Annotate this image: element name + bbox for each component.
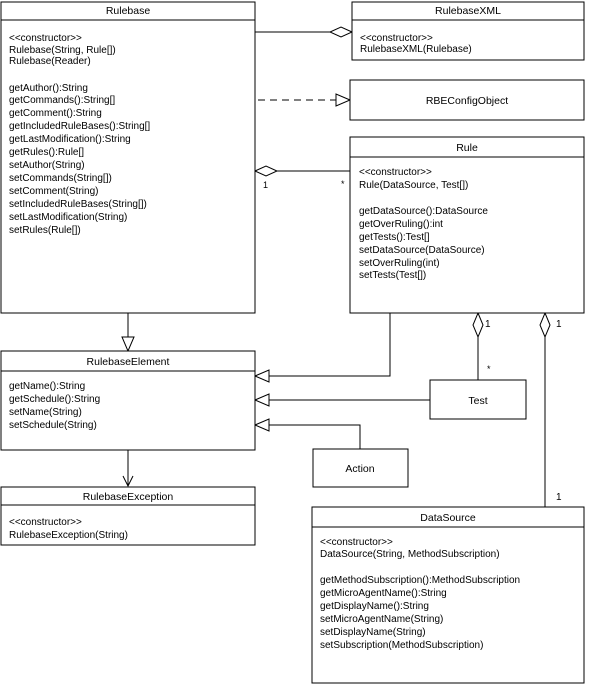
- class-rule-name: Rule: [456, 142, 478, 154]
- class-rulebase-element-line: setSchedule(String): [9, 420, 97, 431]
- class-rulebase-line: getLastModification():String: [9, 134, 131, 145]
- class-rulebase-line: setCommands(String[]): [9, 173, 112, 184]
- class-rulebase-xml-line: RulebaseXML(Rulebase): [360, 44, 472, 55]
- class-data-source-line: getMethodSubscription():MethodSubscripti…: [320, 575, 520, 586]
- action-generalization: [253, 418, 361, 449]
- class-test-name: Test: [468, 395, 487, 407]
- rulebase-exception-dependency: [122, 450, 134, 488]
- class-rbe-config-object[interactable]: RBEConfigObject: [349, 79, 585, 121]
- class-rule-line: setTests(Test[]): [359, 270, 426, 281]
- rulebase-rule-aggregation: 1 *: [253, 165, 350, 190]
- class-data-source-line: setSubscription(MethodSubscription): [320, 640, 483, 651]
- class-rulebase-exception-line: <<constructor>>: [9, 517, 82, 528]
- class-rulebase-exception[interactable]: RulebaseException <<constructor>> Ruleba…: [0, 486, 256, 546]
- rule-datasource-aggregation: 1 1: [539, 311, 562, 507]
- class-data-source-name: DataSource: [420, 512, 476, 524]
- class-data-source-line: setDisplayName(String): [320, 627, 426, 638]
- class-action-name: Action: [345, 463, 374, 475]
- class-data-source[interactable]: DataSource <<constructor>> DataSource(St…: [311, 506, 585, 684]
- multiplicity-rule-test-one: 1: [485, 319, 491, 330]
- rulebase-xml-aggregation: [255, 26, 354, 38]
- class-rulebase-line: getComment():String: [9, 108, 102, 119]
- multiplicity-rule-datasource-one: 1: [556, 319, 562, 330]
- class-rulebase-name: Rulebase: [106, 5, 151, 17]
- class-rulebase-line: Rulebase(String, Rule[]): [9, 45, 116, 56]
- class-rulebase-line: setAuthor(String): [9, 160, 85, 171]
- class-rulebase-xml[interactable]: RulebaseXML <<constructor>> RulebaseXML(…: [351, 1, 585, 61]
- class-rulebase-element[interactable]: RulebaseElement getName():String getSche…: [0, 350, 256, 451]
- class-data-source-line: getMicroAgentName():String: [320, 588, 447, 599]
- class-rulebase-xml-name: RulebaseXML: [435, 5, 501, 17]
- class-rulebase-exception-name: RulebaseException: [83, 491, 174, 503]
- class-rule-line: setOverRuling(int): [359, 258, 440, 269]
- class-rulebase[interactable]: Rulebase <<constructor>> Rulebase(String…: [0, 1, 256, 314]
- rule-test-aggregation: 1 *: [472, 311, 491, 380]
- class-test[interactable]: Test: [429, 379, 527, 420]
- class-rulebase-line: Rulebase(Reader): [9, 56, 91, 67]
- class-rule[interactable]: Rule <<constructor>> Rule(DataSource, Te…: [349, 136, 585, 314]
- multiplicity-rule-datasource-other: 1: [556, 492, 562, 503]
- rbeconfig-dependency: [258, 93, 352, 107]
- class-rule-line: getOverRuling():int: [359, 219, 443, 230]
- class-rulebase-line: setRules(Rule[]): [9, 225, 81, 236]
- class-data-source-line: <<constructor>>: [320, 537, 393, 548]
- class-rulebase-element-line: getSchedule():String: [9, 394, 100, 405]
- class-rulebase-exception-line: RulebaseException(String): [9, 530, 128, 541]
- class-rulebase-element-line: getName():String: [9, 381, 85, 392]
- class-action[interactable]: Action: [312, 448, 409, 488]
- class-rulebase-line: getRules():Rule[]: [9, 147, 84, 158]
- class-data-source-line: getDisplayName():String: [320, 601, 429, 612]
- class-data-source-line: DataSource(String, MethodSubscription): [320, 549, 500, 560]
- class-rule-line: <<constructor>>: [359, 167, 432, 178]
- multiplicity-rulebase-rule-one: 1: [263, 180, 268, 190]
- class-rbe-config-object-name: RBEConfigObject: [426, 95, 508, 107]
- class-rulebase-line: getIncludedRuleBases():String[]: [9, 121, 150, 132]
- test-generalization: [253, 393, 430, 407]
- class-rule-line: getTests():Test[]: [359, 232, 430, 243]
- multiplicity-rule-test-many: *: [487, 364, 491, 374]
- rule-generalization: [253, 313, 391, 383]
- class-rule-line: setDataSource(DataSource): [359, 245, 485, 256]
- class-rulebase-line: getAuthor():String: [9, 83, 88, 94]
- class-rulebase-line: setLastModification(String): [9, 212, 127, 223]
- class-rule-line: getDataSource():DataSource: [359, 206, 488, 217]
- class-rulebase-line: setIncludedRuleBases(String[]): [9, 199, 147, 210]
- class-rulebase-xml-line: <<constructor>>: [360, 33, 433, 44]
- class-rulebase-element-line: setName(String): [9, 407, 82, 418]
- class-rulebase-line: <<constructor>>: [9, 33, 82, 44]
- class-rulebase-line: getCommands():String[]: [9, 95, 115, 106]
- class-rulebase-line: setComment(String): [9, 186, 98, 197]
- rulebase-generalization: [121, 313, 135, 353]
- multiplicity-rulebase-rule-many: *: [341, 179, 345, 189]
- class-rule-line: Rule(DataSource, Test[]): [359, 180, 468, 191]
- class-rulebase-element-name: RulebaseElement: [87, 356, 170, 368]
- class-data-source-line: setMicroAgentName(String): [320, 614, 443, 625]
